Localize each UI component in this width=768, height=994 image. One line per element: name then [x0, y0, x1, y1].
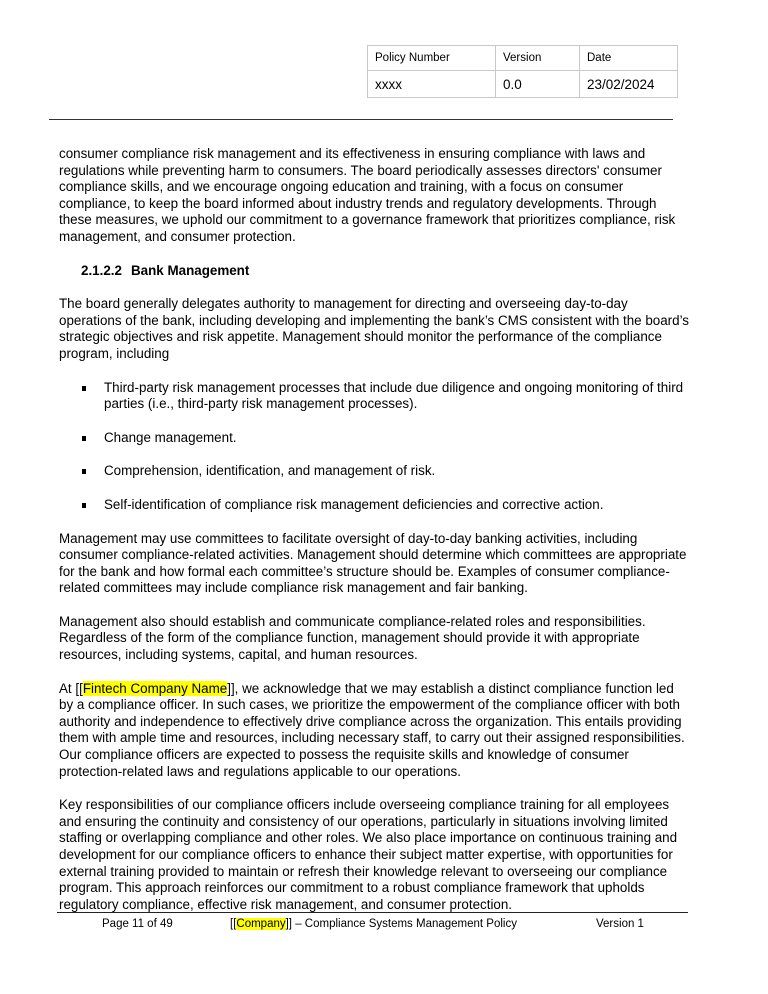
paragraph-committees: Management may use committees to facilit…: [59, 530, 687, 596]
bullet-square-icon: [82, 435, 86, 441]
list-item-text: Self-identification of compliance risk m…: [104, 496, 604, 512]
list-item-text: Comprehension, identification, and manag…: [104, 463, 436, 479]
bullet-square-icon: [82, 502, 86, 508]
monitoring-bullet-list: Third-party risk management processes th…: [59, 380, 691, 514]
footer-divider: [57, 912, 688, 913]
paragraph-key-responsibilities: Key responsibilities of our compliance o…: [59, 797, 678, 912]
footer-document-title: [[Company]] – Compliance Systems Managem…: [230, 918, 517, 930]
list-item: Self-identification of compliance risk m…: [59, 497, 691, 514]
header-divider: [49, 119, 673, 120]
list-item-text: Third-party risk management processes th…: [104, 379, 684, 412]
policy-number-value: xxxx: [367, 70, 496, 98]
section-heading: 2.1.2.2 Bank Management: [81, 263, 691, 280]
footer-company-placeholder: Company: [236, 918, 286, 930]
paragraph-fintech-compliance-function: At [[Fintech Company Name]], we acknowle…: [59, 680, 691, 781]
version-value: 0.0: [495, 70, 580, 98]
footer-version: Version 1: [596, 918, 644, 930]
header-table-head-row: Policy Number Version Date: [367, 45, 678, 71]
list-item: Third-party risk management processes th…: [59, 380, 691, 413]
fintech-body-text: ]], we acknowledge that we may establish…: [59, 680, 685, 779]
document-body: consumer compliance risk management and …: [59, 146, 691, 913]
date-label: Date: [579, 45, 678, 71]
policy-header-table: Policy Number Version Date xxxx 0.0 23/0…: [367, 45, 678, 98]
list-item: Change management.: [59, 430, 691, 447]
footer-title-prefix: [[: [230, 918, 237, 930]
policy-number-label: Policy Number: [367, 45, 496, 71]
footer-page-number: Page 11 of 49: [102, 918, 173, 930]
list-item-text: Change management.: [104, 429, 237, 445]
paragraph-bank-management-intro: The board generally delegates authority …: [59, 296, 690, 361]
section-title: Bank Management: [131, 262, 250, 278]
footer-title-suffix: ]] – Compliance Systems Management Polic…: [285, 918, 517, 930]
fintech-prefix: At [[: [59, 680, 83, 696]
date-value: 23/02/2024: [579, 70, 678, 98]
paragraph-board-continued: consumer compliance risk management and …: [59, 146, 676, 244]
company-name-placeholder: Fintech Company Name: [82, 680, 228, 696]
bullet-square-icon: [82, 385, 86, 391]
list-item: Comprehension, identification, and manag…: [59, 463, 691, 480]
bullet-square-icon: [82, 469, 86, 475]
section-number: 2.1.2.2: [81, 262, 122, 278]
header-table-value-row: xxxx 0.0 23/02/2024: [367, 70, 678, 98]
version-label: Version: [495, 45, 580, 71]
paragraph-roles: Management also should establish and com…: [59, 613, 646, 663]
